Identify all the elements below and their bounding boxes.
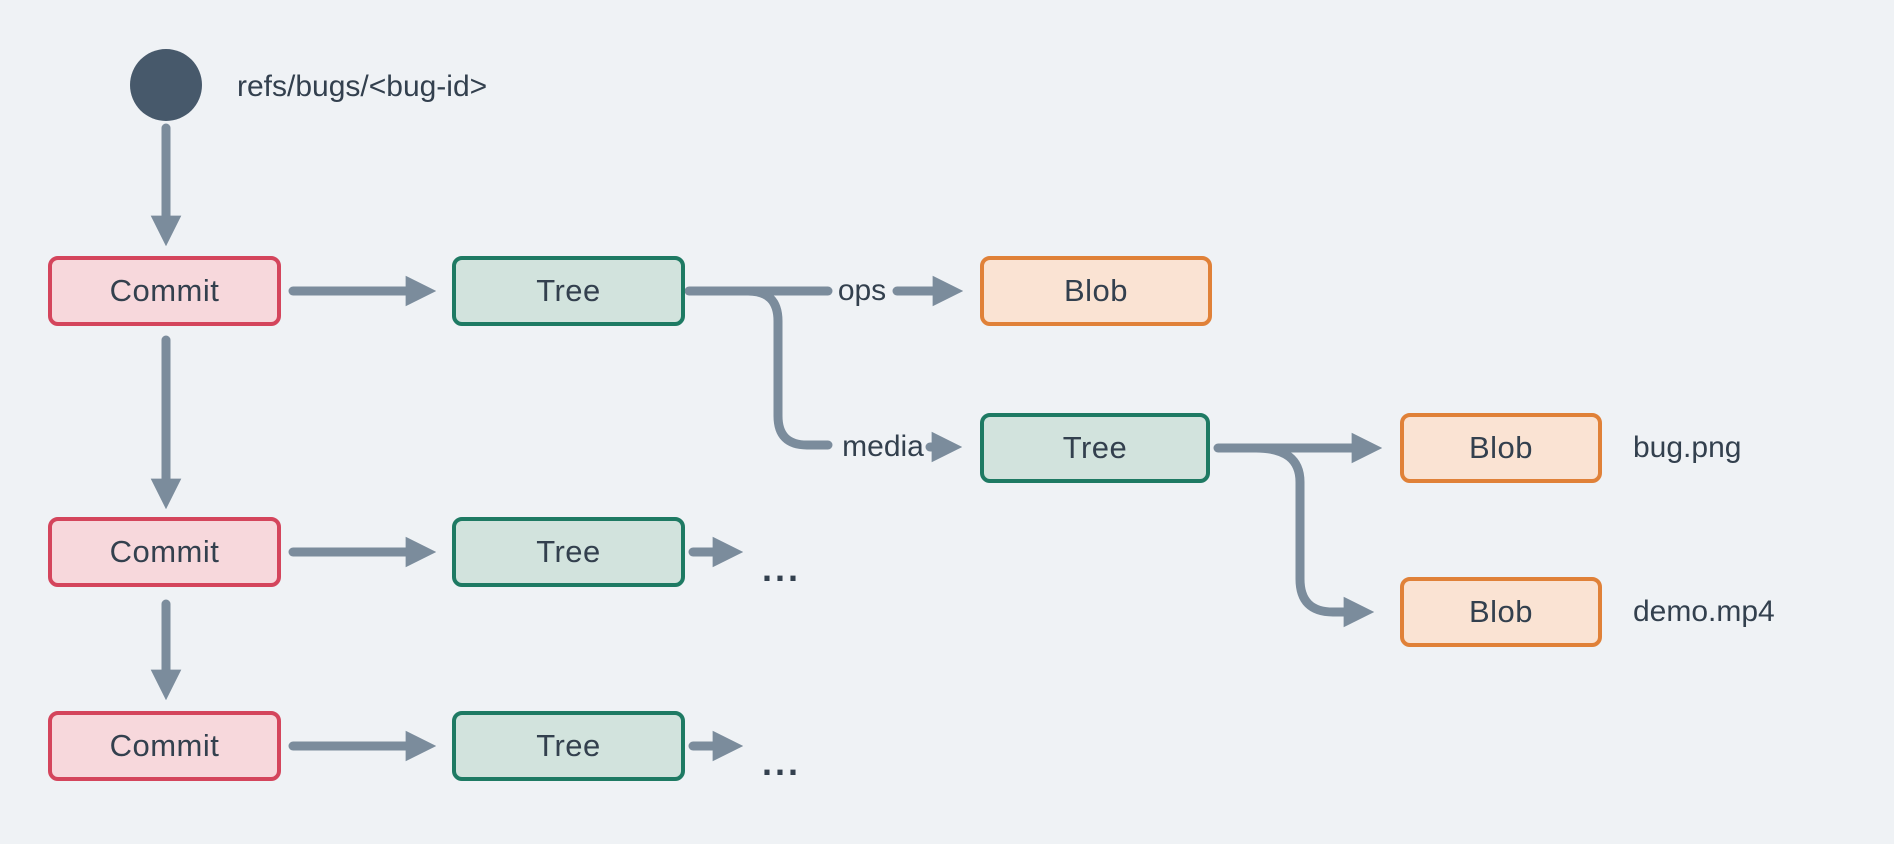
file-label-demo-mp4: demo.mp4 bbox=[1633, 595, 1775, 628]
tree-node-3-label: Tree bbox=[536, 728, 601, 763]
commit-node-2-label: Commit bbox=[109, 534, 220, 569]
ref-label: refs/bugs/<bug-id> bbox=[237, 70, 488, 103]
edge-label-ops: ops bbox=[837, 274, 887, 307]
edge-label-media: media bbox=[842, 430, 924, 463]
tree-node-2: Tree bbox=[452, 517, 685, 587]
blob-node-demo: Blob bbox=[1400, 577, 1602, 647]
ellipsis-row-2: ... bbox=[762, 548, 802, 589]
branch-treemedia-to-blobdemo bbox=[1251, 443, 1375, 628]
blob-node-bug: Blob bbox=[1400, 413, 1602, 483]
file-label-bug-png: bug.png bbox=[1633, 431, 1742, 464]
tree-node-3: Tree bbox=[452, 711, 685, 781]
blob-node-bug-label: Blob bbox=[1468, 430, 1534, 465]
ellipsis-row-3: ... bbox=[762, 742, 802, 783]
tree-node-1-label: Tree bbox=[536, 273, 601, 308]
branch-tree1-to-media bbox=[743, 286, 833, 450]
blob-node-ops-label: Blob bbox=[1063, 273, 1129, 308]
commit-node-1: Commit bbox=[48, 256, 281, 326]
tree-node-media: Tree bbox=[980, 413, 1210, 483]
tree-node-1: Tree bbox=[452, 256, 685, 326]
blob-node-demo-label: Blob bbox=[1468, 594, 1534, 629]
commit-node-3: Commit bbox=[48, 711, 281, 781]
blob-node-ops: Blob bbox=[980, 256, 1212, 326]
tree-node-media-label: Tree bbox=[1062, 430, 1128, 465]
commit-node-3-label: Commit bbox=[109, 728, 220, 763]
tree-node-2-label: Tree bbox=[536, 534, 601, 569]
commit-node-2: Commit bbox=[48, 517, 281, 587]
commit-node-1-label: Commit bbox=[109, 273, 220, 308]
ref-node-circle bbox=[130, 49, 202, 121]
